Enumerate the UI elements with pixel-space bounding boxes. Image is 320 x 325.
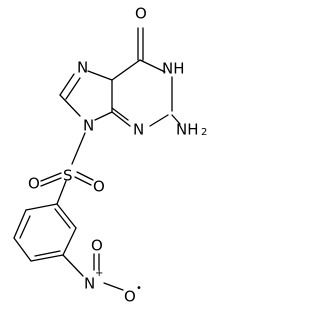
bond-ph-inner-2 — [34, 250, 61, 257]
atom-n7: N — [77, 59, 88, 77]
bond-ph-4 — [30, 254, 64, 262]
bond-n7-c8-double — [65, 77, 81, 100]
bond-ph-inner-1 — [19, 215, 31, 239]
atom-o-nitro-right: O — [124, 288, 136, 306]
atom-o-sulfonyl-left: O — [28, 175, 40, 193]
bond-n3-c4 — [111, 111, 131, 127]
bond-n3-c4-double — [111, 107, 129, 121]
atom-labels: O NH N N N NH 2 S O O N + O O • — [28, 5, 207, 306]
bond-c5-c6 — [111, 59, 141, 81]
atom-n9: N — [83, 117, 94, 135]
bond-ph-1 — [25, 203, 58, 211]
atom-o-sulfonyl-right: O — [93, 178, 105, 196]
atom-n3: N — [133, 121, 144, 139]
bond-c4-n9 — [94, 111, 113, 121]
bond-ph-5 — [62, 227, 77, 256]
atom-o-nitro-radical: • — [136, 283, 142, 294]
atom-n-nitro-charge: + — [95, 268, 103, 279]
bond-s-o-right-1 — [76, 171, 94, 181]
bond-c5-n7 — [87, 70, 113, 81]
atom-o-nitro-top: O — [91, 237, 103, 255]
bond-n9-s — [71, 132, 86, 165]
bond-c2-n3 — [149, 114, 169, 127]
bond-s-o-right-2 — [74, 176, 92, 186]
bonds — [13, 27, 181, 291]
atom-nh2: NH — [176, 121, 199, 139]
bond-c8-n9 — [59, 94, 81, 117]
atom-s: S — [63, 167, 73, 185]
bond-s-phenyl — [56, 180, 67, 205]
structure-diagram: O NH N N N NH 2 S O O N + O O • — [13, 5, 207, 306]
bond-ph-2 — [13, 209, 27, 239]
bond-c6-n1 — [139, 59, 166, 73]
bond-ph-3 — [13, 237, 32, 262]
atom-o-carbonyl: O — [135, 5, 147, 23]
bond-ph-6 — [56, 203, 77, 229]
bond-s-o-left-2 — [40, 177, 62, 187]
bond-n-o-right — [103, 282, 124, 291]
atom-n-nitro: N — [84, 275, 95, 293]
bond-ph-nitro — [62, 254, 84, 277]
bond-c2-nh2 — [171, 114, 181, 125]
bond-s-o-left-1 — [40, 172, 62, 182]
bond-n7-c8 — [59, 73, 75, 96]
bond-ph-inner-3 — [54, 208, 71, 229]
atom-nh: NH — [162, 60, 185, 78]
atom-nh2-subscript: 2 — [201, 127, 207, 138]
